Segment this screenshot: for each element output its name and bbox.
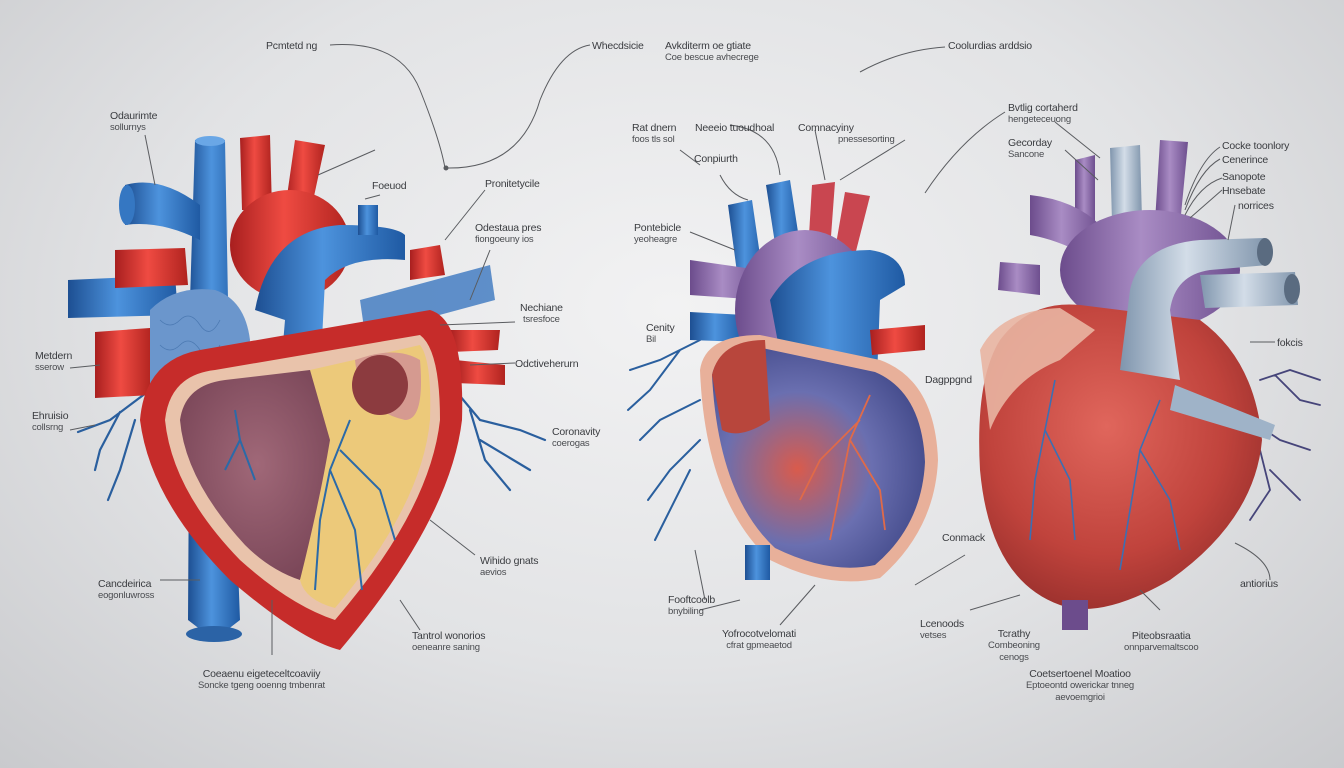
right-heart (979, 140, 1321, 630)
label-mid-conpiuth: Conpiurth (694, 153, 738, 165)
label-right-antions: antiorius (1240, 578, 1278, 590)
label-left-prondtecycle: Pronitetycile (485, 178, 540, 190)
label-right-cacke: Cocke toonlory (1222, 140, 1290, 152)
label-mid-deggpnd: Dagppgnd (925, 374, 972, 386)
label-right-banopote: Sanopote (1222, 171, 1266, 183)
label-top-left: Pcmtetd ng (266, 40, 318, 52)
label-right-norrices: norrices (1238, 200, 1274, 212)
label-right-focis: fokcis (1277, 337, 1303, 349)
left-heart (68, 135, 547, 650)
middle-heart (627, 180, 938, 582)
label-left-odetive: Odctiveherurn (515, 358, 579, 370)
label-right-hinsbate: Hnsebate (1222, 185, 1266, 197)
leader-lines (69, 44, 1275, 655)
label-top-center-a: Whecdsicie (592, 40, 644, 52)
label-left-foead: Foeuod (372, 180, 407, 192)
label-mid-neesio: Neeeio tuoudhoal (695, 122, 775, 134)
label-right-conmack: Conmack (942, 532, 985, 544)
label-top-right: Coolurdias arddsio (948, 40, 1032, 52)
label-right-cenerice: Cenerince (1222, 154, 1269, 166)
